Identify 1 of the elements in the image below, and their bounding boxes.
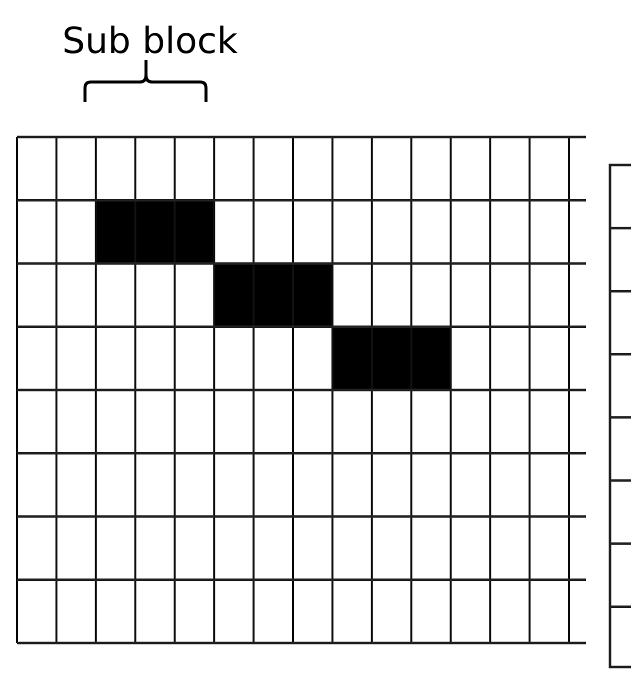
bracket-label: Sub block (61, 20, 239, 64)
